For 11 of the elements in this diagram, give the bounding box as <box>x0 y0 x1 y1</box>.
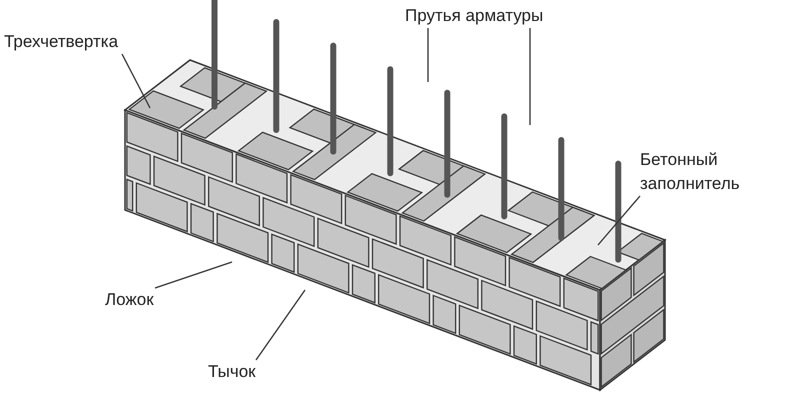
leader-line <box>154 261 232 289</box>
callout-label: Ложок <box>105 289 155 311</box>
leader-line <box>427 28 429 82</box>
callout-label: Прутья арматуры <box>405 5 544 27</box>
callout-label: Трехчетвертка <box>4 31 120 53</box>
callout-label: Тычок <box>208 361 256 383</box>
leader-line <box>598 196 640 246</box>
leader-line <box>255 290 306 360</box>
leader-line <box>529 28 531 125</box>
leader-line <box>121 54 151 108</box>
callout-label: Бетонный заполнитель <box>640 149 741 195</box>
